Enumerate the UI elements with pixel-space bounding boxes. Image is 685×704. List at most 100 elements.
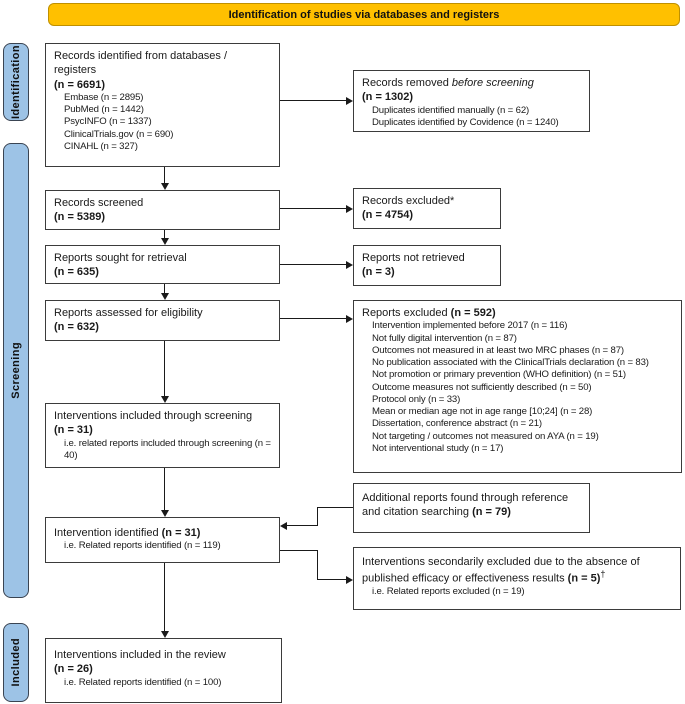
box-records-screened-title: Records screened bbox=[54, 197, 144, 209]
list-item: Outcome measures not sufficiently descri… bbox=[372, 381, 592, 393]
list-item: Protocol only (n = 33) bbox=[372, 393, 461, 405]
stage-label-identification: Identification bbox=[3, 43, 29, 121]
box-interventions-secondarily-excluded: Interventions secondarily excluded due t… bbox=[353, 547, 681, 610]
box-reports-excluded: Reports excluded (n = 592) Intervention … bbox=[353, 300, 682, 473]
box-records-excluded-count: (n = 4754) bbox=[362, 209, 414, 222]
box-records-identified-title: Records identified from databases / regi… bbox=[54, 50, 228, 77]
box-reports-not-retrieved: Reports not retrieved (n = 3) bbox=[353, 245, 501, 286]
list-item: Embase (n = 2895) bbox=[64, 91, 144, 103]
arrow-identified-to-screened-head bbox=[161, 183, 169, 190]
box-reports-assessed-count: (n = 632) bbox=[54, 321, 99, 334]
arrow-includedscreening-to-identified-head bbox=[161, 510, 169, 517]
arrow-assessed-to-reportsexcluded-head bbox=[346, 315, 353, 323]
arrow-assessed-to-includedscreening-line bbox=[164, 341, 165, 397]
box-reports-excluded-title: Reports excluded (n = 592) bbox=[362, 307, 496, 319]
box-interventions-included-screening-title: Interventions included through screening bbox=[54, 410, 253, 422]
box-records-identified-count: (n = 6691) bbox=[54, 78, 106, 91]
arrow-identified-to-removed-head bbox=[346, 97, 353, 105]
elbow-secondary-v bbox=[317, 550, 318, 580]
arrow-screened-to-sought-line bbox=[164, 230, 165, 239]
box-reports-assessed: Reports assessed for eligibility (n = 63… bbox=[45, 300, 280, 341]
box-interventions-secondarily-excluded-note: i.e. Related reports excluded (n = 19) bbox=[372, 586, 525, 598]
box-records-excluded: Records excluded* (n = 4754) bbox=[353, 188, 501, 229]
list-item: Not promotion or primary prevention (WHO… bbox=[372, 369, 626, 381]
list-item: Dissertation, conference abstract (n = 2… bbox=[372, 418, 542, 430]
box-intervention-identified-count: (n = 31) bbox=[161, 527, 201, 539]
list-item: No publication associated with the Clini… bbox=[372, 357, 649, 369]
stage-label-screening: Screening bbox=[3, 143, 29, 598]
arrow-sought-to-notretrieved-line bbox=[280, 264, 346, 265]
box-interventions-included-review-title: Interventions included in the review bbox=[54, 649, 226, 661]
box-interventions-included-review-note: i.e. Related reports identified (n = 100… bbox=[64, 676, 222, 688]
list-item: CINAHL (n = 327) bbox=[64, 140, 138, 152]
arrow-identified-to-review-head bbox=[161, 631, 169, 638]
box-records-removed-items: Duplicates identified manually (n = 62)D… bbox=[372, 105, 581, 130]
box-interventions-included-review: Interventions included in the review (n … bbox=[45, 638, 282, 703]
list-item: Duplicates identified manually (n = 62) bbox=[372, 104, 530, 116]
header-banner-label: Identification of studies via databases … bbox=[228, 8, 500, 21]
box-records-identified-items: Embase (n = 2895)PubMed (n = 1442)PsycIN… bbox=[64, 92, 271, 153]
box-interventions-included-screening-note: i.e. related reports included through sc… bbox=[64, 437, 271, 461]
box-reports-excluded-count: (n = 592) bbox=[450, 307, 496, 319]
box-intervention-identified: Intervention identified (n = 31) i.e. Re… bbox=[45, 517, 280, 563]
box-records-removed: Records removed before screening (n = 13… bbox=[353, 70, 590, 132]
box-records-removed-title-italic: before screening bbox=[451, 77, 534, 89]
box-records-screened-count: (n = 5389) bbox=[54, 211, 106, 224]
box-additional-reports: Additional reports found through referen… bbox=[353, 483, 590, 533]
arrow-includedscreening-to-identified-line bbox=[164, 468, 165, 511]
box-interventions-included-review-count: (n = 26) bbox=[54, 663, 93, 676]
box-reports-not-retrieved-count: (n = 3) bbox=[362, 266, 395, 279]
list-item: Duplicates identified by Covidence (n = … bbox=[372, 116, 559, 128]
list-item: PubMed (n = 1442) bbox=[64, 104, 144, 116]
arrow-assessed-to-includedscreening-head bbox=[161, 396, 169, 403]
stage-label-identification-text: Identification bbox=[10, 44, 22, 120]
arrow-screened-to-excluded-line bbox=[280, 208, 346, 209]
elbow-secondary-head bbox=[346, 576, 353, 584]
stage-label-included: Included bbox=[3, 623, 29, 702]
box-records-removed-count: (n = 1302) bbox=[362, 91, 414, 104]
elbow-secondary-h1 bbox=[280, 550, 318, 551]
box-reports-assessed-title: Reports assessed for eligibility bbox=[54, 307, 203, 319]
box-reports-sought-count: (n = 635) bbox=[54, 266, 99, 279]
elbow-additional-h1 bbox=[317, 507, 353, 508]
box-interventions-secondarily-excluded-count: (n = 5) bbox=[567, 572, 601, 585]
arrow-identified-to-review-line bbox=[164, 563, 165, 632]
list-item: PsycINFO (n = 1337) bbox=[64, 116, 152, 128]
header-banner: Identification of studies via databases … bbox=[48, 3, 680, 26]
box-interventions-secondarily-excluded-title: Interventions secondarily excluded due t… bbox=[362, 556, 640, 585]
box-additional-reports-title: Additional reports found through referen… bbox=[362, 492, 569, 519]
arrow-sought-to-notretrieved-head bbox=[346, 261, 353, 269]
box-reports-excluded-items: Intervention implemented before 2017 (n … bbox=[372, 320, 673, 455]
elbow-additional-head bbox=[280, 522, 287, 530]
elbow-additional-v bbox=[317, 507, 318, 526]
arrow-sought-to-assessed-head bbox=[161, 293, 169, 300]
arrow-screened-to-sought-head bbox=[161, 238, 169, 245]
arrow-screened-to-excluded-head bbox=[346, 205, 353, 213]
box-reports-sought-title: Reports sought for retrieval bbox=[54, 252, 187, 264]
box-records-excluded-title: Records excluded* bbox=[362, 195, 455, 207]
list-item: Intervention implemented before 2017 (n … bbox=[372, 320, 568, 332]
arrow-assessed-to-reportsexcluded-line bbox=[280, 318, 346, 319]
box-interventions-included-screening: Interventions included through screening… bbox=[45, 403, 280, 468]
list-item: Outcomes not measured in at least two MR… bbox=[372, 344, 624, 356]
box-reports-not-retrieved-title: Reports not retrieved bbox=[362, 252, 465, 264]
box-intervention-identified-title: Intervention identified (n = 31) bbox=[54, 527, 201, 539]
box-intervention-identified-note: i.e. Related reports identified (n = 119… bbox=[64, 540, 221, 552]
dagger-symbol: † bbox=[600, 569, 606, 580]
stage-label-screening-text: Screening bbox=[10, 342, 22, 399]
box-records-identified: Records identified from databases / regi… bbox=[45, 43, 280, 167]
list-item: ClinicalTrials.gov (n = 690) bbox=[64, 128, 174, 140]
arrow-identified-to-screened-line bbox=[164, 167, 165, 184]
box-records-removed-title: Records removed before screening bbox=[362, 77, 534, 89]
box-reports-sought: Reports sought for retrieval (n = 635) bbox=[45, 245, 280, 284]
list-item: Not interventional study (n = 17) bbox=[372, 442, 504, 454]
stage-label-included-text: Included bbox=[10, 638, 22, 687]
box-records-screened: Records screened (n = 5389) bbox=[45, 190, 280, 230]
elbow-secondary-h2 bbox=[317, 579, 346, 580]
list-item: Not targeting / outcomes not measured on… bbox=[372, 430, 599, 442]
arrow-identified-to-removed-line bbox=[280, 100, 346, 101]
list-item: Not fully digital intervention (n = 87) bbox=[372, 332, 517, 344]
box-additional-reports-count: (n = 79) bbox=[472, 506, 511, 519]
arrow-sought-to-assessed-line bbox=[164, 284, 165, 294]
